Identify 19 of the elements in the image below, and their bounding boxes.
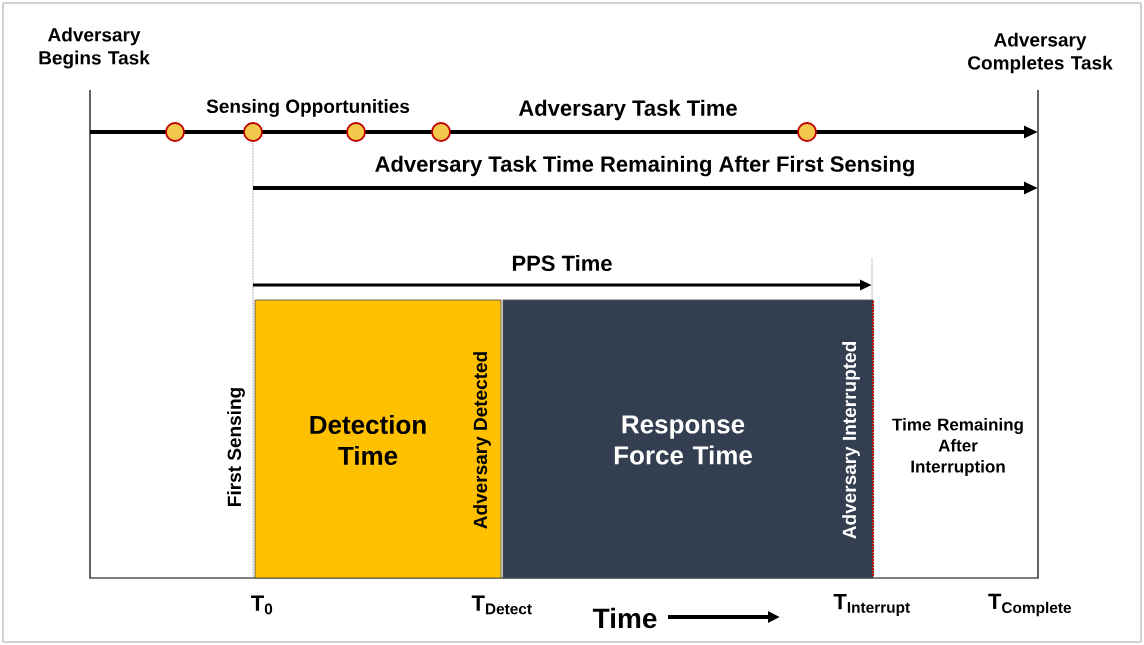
label: Adversary Begins Task: [39, 27, 150, 69]
time-mark: $\mathbf{T}_{\mathbf{Detect}}$: [471, 595, 532, 615]
time-mark: $\mathbf{T}_{\mathbf{Interrupt}}$: [833, 594, 910, 616]
label: Adversary Completes Task: [968, 32, 1113, 74]
label: Time Remaining After Interruption: [892, 418, 1023, 476]
arrow-label: PPS Time: [510, 253, 614, 273]
sensing-dot: [243, 122, 263, 142]
detection-time-box: Detection Time Adversary Detected: [254, 299, 502, 579]
time-mark: $\mathbf{T}_{\mathbf{Complete}}$: [988, 593, 1072, 617]
axis-label: Time: [592, 607, 657, 629]
sensing-dot: [346, 122, 366, 142]
time-mark: $\mathbf{T}_{\mathbf{0}}$: [251, 595, 273, 615]
sensing-dot: [797, 122, 817, 142]
label: Sensing Opportunities: [205, 98, 411, 118]
response-time-box: Response Force Time Adversary Interrupted: [502, 299, 874, 579]
arrow-label: Adversary Task Time: [517, 98, 739, 122]
arrow-label: Adversary Task Time Remaining After First Sensing: [373, 154, 917, 178]
sensing-dot: [165, 122, 185, 142]
sensing-dot: [431, 122, 451, 142]
